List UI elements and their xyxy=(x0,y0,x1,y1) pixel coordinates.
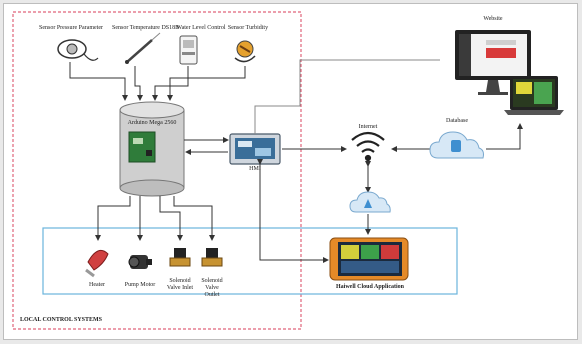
turbidity-sensor-icon xyxy=(234,40,256,63)
cloud-server-icon xyxy=(349,191,391,213)
heater-icon xyxy=(85,249,109,278)
database-label: Database xyxy=(446,118,468,124)
water-level-control-label: Water Level Control xyxy=(176,25,226,31)
sensor-turbidity-label: Sensor Turbidity xyxy=(227,25,269,31)
database-website-arrow xyxy=(486,123,523,150)
sensor-arrows xyxy=(69,62,246,101)
website-monitor-icon xyxy=(455,30,531,95)
website-label: Website xyxy=(483,16,503,22)
wifi-icon xyxy=(351,131,385,162)
hmi-phone-link xyxy=(257,159,329,263)
sensor-pressure-label: Sensor Pressure Parameter xyxy=(39,25,103,31)
temperature-sensor-icon xyxy=(125,32,161,64)
laptop-icon xyxy=(504,76,564,115)
pump-motor-label: Pump Motor xyxy=(124,282,156,288)
pressure-sensor-icon xyxy=(57,39,99,61)
actuator-arrows xyxy=(95,196,215,241)
pump-motor-icon xyxy=(128,255,152,269)
internet-label: Internet xyxy=(358,124,378,130)
solenoid-valve-inlet-icon xyxy=(169,248,191,267)
mobile-phone-icon xyxy=(329,237,409,281)
controller-hmi-arrows xyxy=(184,137,229,155)
local-control-systems-label: LOCAL CONTROL SYSTEMS xyxy=(20,317,103,323)
mobile-app-label: Haiwell Cloud Application xyxy=(335,284,404,290)
water-level-control-icon xyxy=(179,35,198,65)
database-cloud-icon xyxy=(429,131,484,159)
solenoid-valve-outlet-icon xyxy=(201,248,223,267)
heater-label: Heater xyxy=(89,282,105,288)
controller-cylinder xyxy=(119,101,185,197)
hmi-label: HMI xyxy=(249,166,261,172)
sensor-temperature-label: Sensor Temperature DS18B xyxy=(112,25,180,31)
field-devices-boundary xyxy=(42,227,458,295)
hmi-website-link xyxy=(254,59,440,134)
solenoid-valve-outlet-label: Solenoid Valve Outlet xyxy=(201,278,223,298)
hmi-device-icon xyxy=(229,133,281,165)
solenoid-valve-inlet-label: Solenoid Valve Inlet xyxy=(166,278,194,291)
controller-label: Arduino Mega 2560 xyxy=(127,120,177,126)
